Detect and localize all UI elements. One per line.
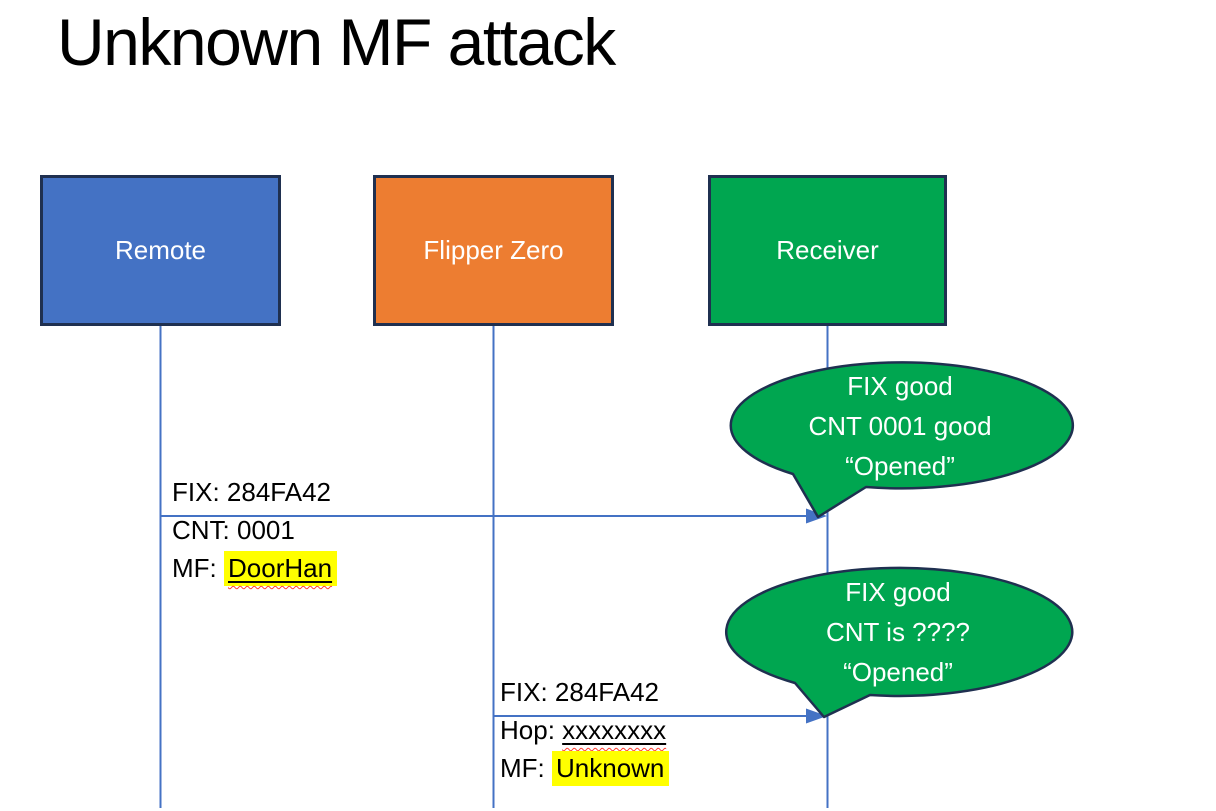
message2-mf-line: MF: Unknown bbox=[500, 749, 670, 787]
actor-box-receiver: Receiver bbox=[708, 175, 947, 326]
callout-1-line-1: FIX good bbox=[847, 371, 953, 401]
callout-1-line-2: CNT 0001 good bbox=[808, 411, 992, 441]
callout-bubble-2 bbox=[725, 566, 1074, 719]
message2-hop-line: Hop: xxxxxxxx bbox=[500, 711, 669, 749]
message2-mf-highlight: Unknown bbox=[552, 751, 670, 786]
message1-mf-line: MF: DoorHan bbox=[172, 549, 338, 587]
message2-hop-underline: xxxxxxxx bbox=[562, 715, 666, 745]
message2-hop-prefix: Hop: bbox=[500, 715, 563, 745]
callout-2-line-3: “Opened” bbox=[843, 657, 953, 687]
message1-fix-line: FIX: 284FA42 bbox=[172, 477, 331, 507]
message-label-remote-to-receiver: FIX: 284FA42 CNT: 0001 MF: DoorHan bbox=[172, 473, 338, 587]
actor-label-receiver: Receiver bbox=[776, 235, 879, 265]
callout-1-text: FIX good CNT 0001 good “Opened” bbox=[738, 366, 1062, 486]
actor-box-remote: Remote bbox=[40, 175, 281, 326]
message1-cnt-line: CNT: 0001 bbox=[172, 515, 295, 545]
message2-fix-line: FIX: 284FA42 bbox=[500, 677, 659, 707]
callout-2-text: FIX good CNT is ???? “Opened” bbox=[736, 572, 1060, 692]
actor-label-flipper-zero: Flipper Zero bbox=[423, 235, 564, 265]
callout-1-line-3: “Opened” bbox=[845, 451, 955, 481]
message2-mf-value: Unknown bbox=[556, 753, 665, 783]
callout-2-line-2: CNT is ???? bbox=[825, 617, 971, 647]
callout-2-line-1: FIX good bbox=[845, 577, 951, 607]
message1-mf-prefix: MF: bbox=[172, 553, 224, 583]
arrowhead-flipper-to-receiver-icon bbox=[806, 708, 827, 724]
slide-title: Unknown MF attack bbox=[57, 5, 616, 79]
callout-bubble-1 bbox=[729, 361, 1075, 519]
actor-box-flipper-zero: Flipper Zero bbox=[373, 175, 614, 326]
message2-hop-value: xxxxxxxx bbox=[562, 715, 667, 745]
message2-mf-prefix: MF: bbox=[500, 753, 552, 783]
message1-mf-value: DoorHan bbox=[228, 553, 333, 583]
message-label-flipper-to-receiver: FIX: 284FA42 Hop: xxxxxxxx MF: Unknown bbox=[500, 673, 670, 787]
actor-label-remote: Remote bbox=[114, 235, 207, 265]
message1-mf-highlight: DoorHan bbox=[224, 551, 338, 586]
